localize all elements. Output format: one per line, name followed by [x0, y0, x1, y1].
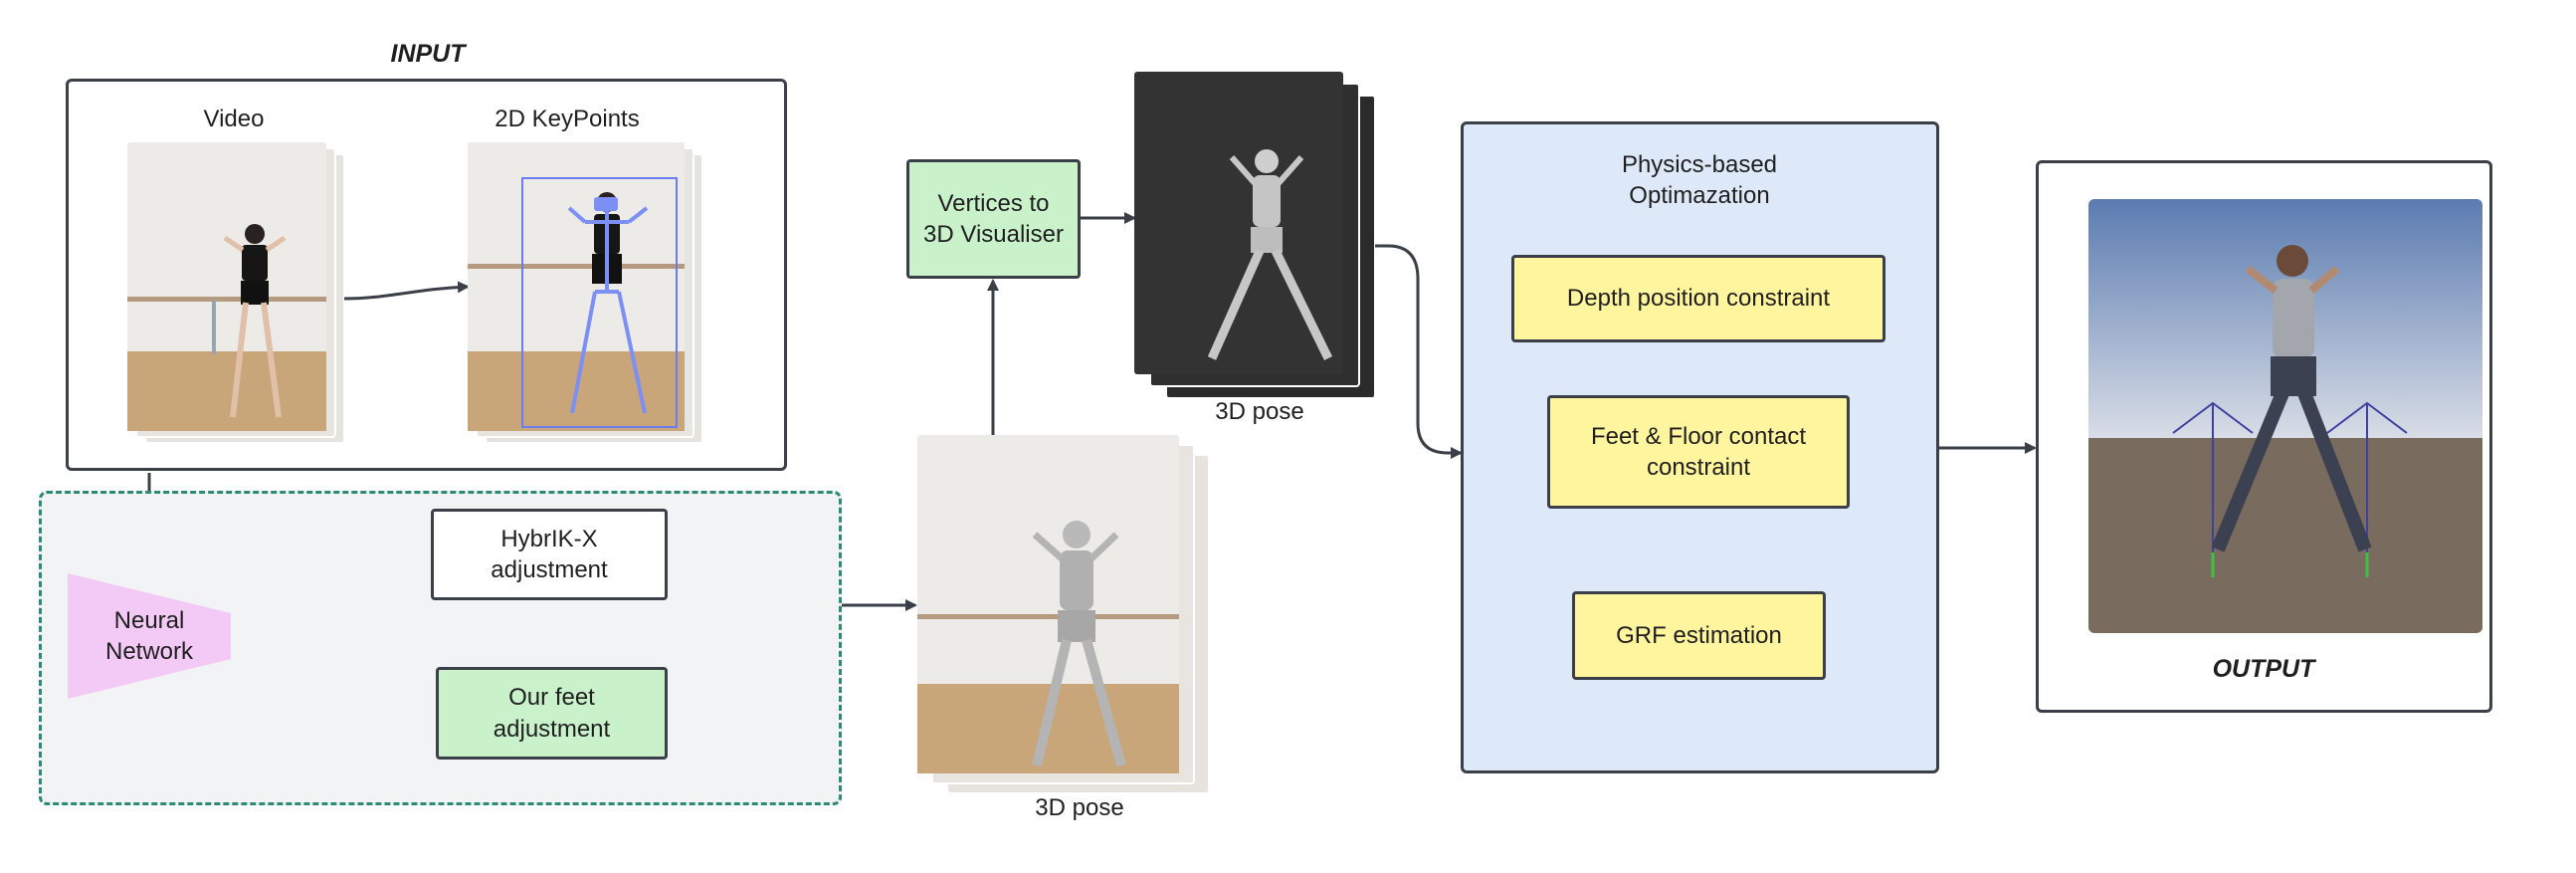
pose-render-stack	[1134, 72, 1376, 399]
keypoints-frame-stack	[468, 142, 703, 444]
output-render-image	[2088, 199, 2482, 633]
pose-overlay-stack	[917, 435, 1210, 794]
arrow-render-to-physics	[1373, 244, 1463, 459]
arrow-video-to-keypoints	[342, 281, 470, 301]
neural-network-shape	[68, 573, 231, 699]
video-frame-stack	[127, 142, 345, 444]
feet-adjustment-box: Our feet adjustment	[436, 667, 668, 760]
video-label: Video	[203, 106, 265, 132]
pose-bottom-label: 3D pose	[1035, 794, 1124, 821]
grf-estimation-box: GRF estimation	[1572, 591, 1826, 680]
output-render	[2088, 199, 2482, 633]
vertices-visualiser-box: Vertices to 3D Visualiser	[906, 159, 1081, 279]
keypoints-frames-image	[468, 142, 703, 444]
neural-network-label: Neural Network	[104, 606, 194, 665]
input-panel	[66, 79, 787, 471]
feet-floor-contact-box: Feet & Floor contact constraint	[1547, 395, 1850, 509]
pose-top-label: 3D pose	[1215, 398, 1304, 425]
pose-overlay-image	[917, 435, 1210, 794]
keypoints-label: 2D KeyPoints	[495, 106, 640, 132]
physics-title: Physics-based Optimazation	[1621, 151, 1778, 210]
input-title: INPUT	[390, 40, 466, 68]
hybrik-adjustment-box: HybrIK-X adjustment	[431, 509, 668, 600]
pose-render-image	[1134, 72, 1376, 399]
depth-position-constraint-box: Depth position constraint	[1511, 255, 1885, 342]
output-title: OUTPUT	[2212, 655, 2315, 683]
video-frames-image	[127, 142, 345, 444]
